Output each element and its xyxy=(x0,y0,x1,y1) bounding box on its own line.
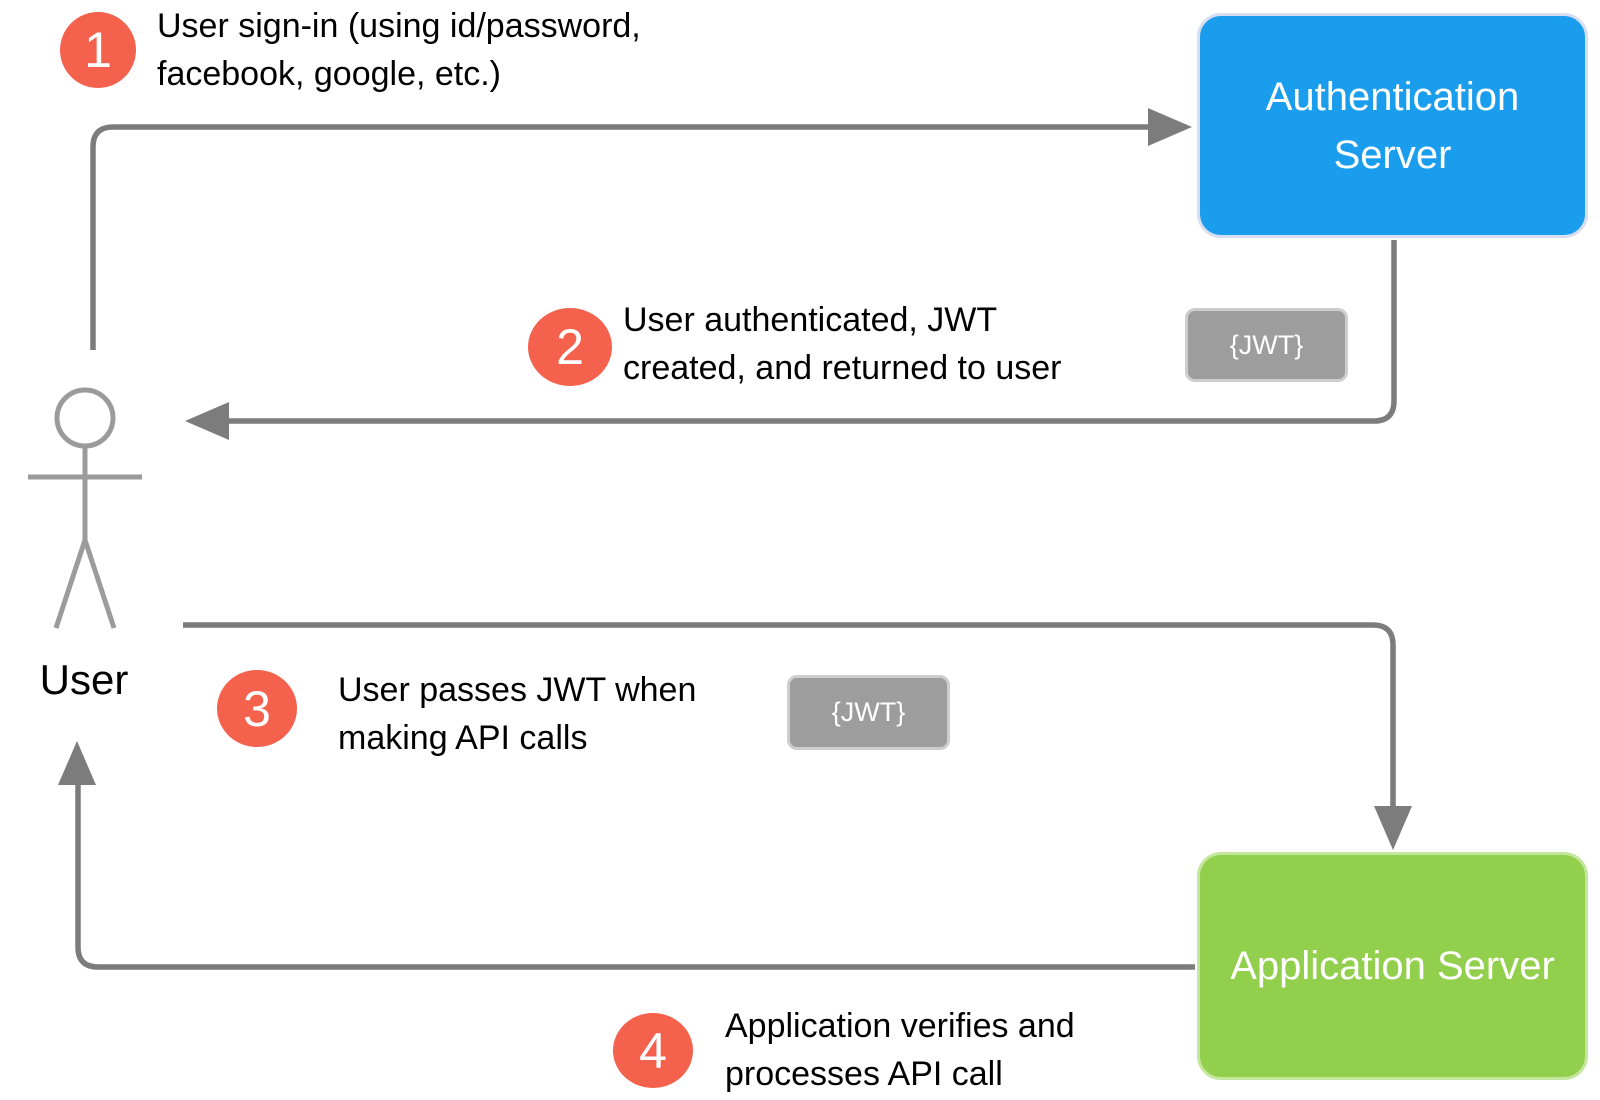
step-4-line-2: processes API call xyxy=(725,1055,1003,1093)
arrow-user-to-auth-server xyxy=(90,108,1192,350)
step-2-line-2: created, and returned to user xyxy=(623,349,1062,387)
step-2-badge: 2 xyxy=(528,308,612,386)
step-3-line-2: making API calls xyxy=(338,719,588,757)
step-3-description: User passes JWT when making API calls xyxy=(338,666,696,762)
jwt-token-badge-top: {JWT} xyxy=(1185,308,1348,382)
arrowhead-down-icon xyxy=(1374,806,1412,850)
step-4-badge: 4 xyxy=(613,1013,693,1088)
arrowhead-up-icon xyxy=(58,741,96,785)
arrow-user-to-app-server xyxy=(183,622,1412,850)
step-2-number: 2 xyxy=(556,319,584,375)
step-3-number: 3 xyxy=(243,680,271,737)
step-2-description: User authenticated, JWT created, and ret… xyxy=(623,296,1062,392)
jwt-token-label-bottom: {JWT} xyxy=(831,697,906,727)
arrow-auth-server-to-user xyxy=(185,240,1397,440)
arrowhead-right-icon xyxy=(1148,108,1192,146)
step-1-number: 1 xyxy=(84,22,112,78)
jwt-token-label-top: {JWT} xyxy=(1229,329,1304,360)
arrow-app-server-to-user xyxy=(58,741,1195,970)
step-4-number: 4 xyxy=(639,1022,667,1079)
jwt-token-badge-bottom: {JWT} xyxy=(787,675,950,750)
step-3-badge: 3 xyxy=(217,670,297,747)
step-4-line-1: Application verifies and xyxy=(725,1007,1075,1045)
authentication-server-box: Authentication Server xyxy=(1197,13,1588,238)
step-4-description: Application verifies and processes API c… xyxy=(725,1002,1075,1098)
step-3-line-1: User passes JWT when xyxy=(338,671,697,709)
step-1-line-1: User sign-in (using id/password, xyxy=(157,7,641,45)
step-1-badge: 1 xyxy=(60,12,136,88)
user-label: User xyxy=(39,656,129,703)
step-2-line-1: User authenticated, JWT xyxy=(623,301,998,339)
user-stick-figure-icon xyxy=(28,387,142,629)
authentication-server-label: Authentication Server xyxy=(1265,74,1520,177)
application-server-box: Application Server xyxy=(1197,852,1588,1080)
arrowhead-left-icon xyxy=(185,402,229,440)
application-server-label: Application Server xyxy=(1230,944,1555,988)
step-1-description: User sign-in (using id/password, faceboo… xyxy=(157,2,641,98)
step-1-line-2: facebook, google, etc.) xyxy=(157,55,502,93)
